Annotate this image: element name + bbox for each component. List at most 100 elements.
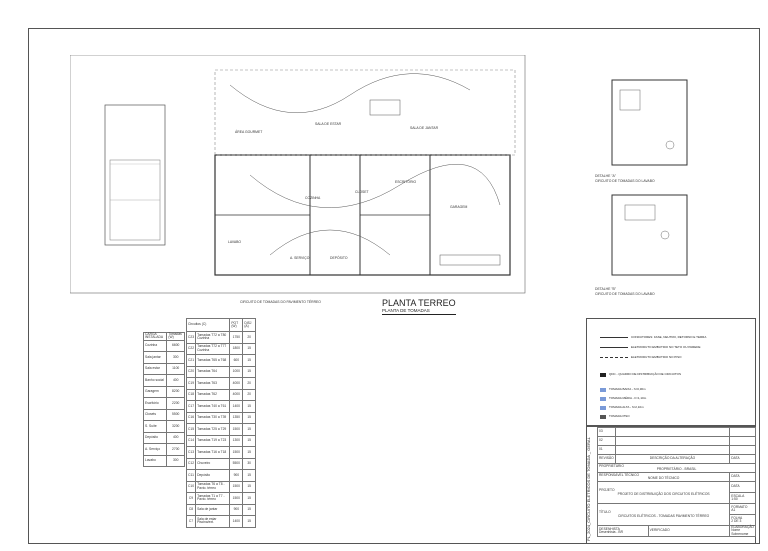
table-cell: Sala de estar Piscina/ext. bbox=[195, 515, 231, 528]
table-cell: Sala jantar bbox=[142, 351, 168, 364]
table-cell: C20 bbox=[185, 365, 197, 378]
legend-item: ELETRODUTO EMBUTIDO NO PISO bbox=[600, 355, 681, 360]
table-cell: C21 bbox=[185, 354, 197, 367]
legend-label: ELETRODUTO EMBUTIDO NO PISO bbox=[631, 355, 682, 359]
legend-symbol-icon bbox=[600, 414, 606, 419]
legend-label: TOMADA PISO bbox=[609, 414, 630, 418]
table-cell: C23 bbox=[185, 331, 197, 344]
legend-item: QDC - QUADRO DE DISTRIBUIÇÃO DE CIRCUITO… bbox=[600, 372, 681, 377]
table-cell: C17 bbox=[185, 400, 197, 413]
table-cell: Sala estar bbox=[142, 362, 168, 376]
pool-area bbox=[104, 104, 166, 246]
table-cell: C18 bbox=[185, 388, 197, 401]
legend-symbol-icon bbox=[600, 387, 606, 392]
table-cell: 1350 bbox=[229, 411, 244, 424]
table-cell: Tomadas T62 bbox=[195, 388, 231, 401]
table-cell: 15 bbox=[242, 365, 256, 378]
legend-symbol-icon bbox=[600, 347, 628, 348]
plan-title: PLANTA TERREO bbox=[382, 298, 456, 308]
table-cell: 1500 bbox=[229, 492, 244, 505]
table-cell: 15 bbox=[242, 503, 256, 516]
legend-symbol-icon bbox=[600, 357, 628, 358]
table-cell: 20 bbox=[242, 331, 256, 344]
table-cell: Tomadas T25 a T29 bbox=[195, 423, 231, 436]
table-cell: Tomadas T16 a T18 bbox=[195, 446, 231, 459]
legend-item: TOMADA BAIXA - h=0,30m bbox=[600, 387, 646, 392]
plan-caption: CIRCUITO DE TOMADAS DO PAVIMENTO TÉRREO bbox=[240, 300, 321, 304]
table-cell: Chuveiro bbox=[195, 457, 231, 470]
table-cell: 3200 bbox=[166, 420, 185, 433]
floor-plan bbox=[70, 55, 526, 294]
table-cell: 1500 bbox=[229, 446, 244, 459]
table-cell: 1100 bbox=[166, 362, 185, 376]
legend-label: QDC - QUADRO DE DISTRIBUIÇÃO DE CIRCUITO… bbox=[609, 372, 681, 376]
table-cell: Depósito bbox=[142, 431, 168, 445]
table-cell: Tomadas T72 a T77 Cozinha bbox=[195, 342, 231, 355]
table-cell: Tomadas T40 a T61 bbox=[195, 400, 231, 413]
table-cell: 20 bbox=[242, 377, 256, 390]
table-cell: C14 bbox=[185, 434, 197, 447]
table-cell: 15 bbox=[242, 400, 256, 413]
table-cell: Tomadas T19 a T23 bbox=[195, 434, 231, 447]
table-cell: 2700 bbox=[166, 443, 185, 456]
table-cell: 5500 bbox=[166, 408, 185, 422]
table-cell: Garagem bbox=[142, 385, 168, 399]
table-cell: Escritório bbox=[142, 397, 168, 410]
room-label: GARAGEM bbox=[450, 205, 468, 209]
plan-title-block: PLANTA TERREO PLANTA DE TOMADAS bbox=[382, 298, 456, 315]
table-cell: Tomadas T65 a T68 bbox=[195, 354, 231, 367]
table-cell: 600 bbox=[229, 354, 244, 367]
table-cell: 2200 bbox=[166, 397, 185, 410]
room-label: CLOSET bbox=[355, 190, 369, 194]
detail-a-plan bbox=[611, 79, 688, 166]
legend-label: CONDUTORES: FASE, NEUTRO, RETORNO E TERR… bbox=[631, 335, 707, 339]
legend-label: TOMADA ALTA - h=2,10m bbox=[609, 405, 644, 409]
table-cell: 20 bbox=[242, 388, 256, 401]
table-cell: 15 bbox=[242, 342, 256, 355]
plan-subtitle: PLANTA DE TOMADAS bbox=[382, 308, 456, 315]
table-cell: Cozinha bbox=[142, 339, 168, 353]
table-cell: Tomadas T1 a T7 - Pavto. térreo bbox=[195, 492, 231, 505]
table-cell: 1000 bbox=[229, 365, 244, 378]
legend-item: ELETRODUTO EMBUTIDO NO TETO OU PAREDE bbox=[600, 345, 700, 350]
legend-symbol-icon bbox=[600, 405, 606, 410]
table-cell: 15 bbox=[242, 480, 256, 493]
table-cell: 4000 bbox=[229, 377, 244, 390]
table-cell: 4000 bbox=[229, 388, 244, 401]
legend-label: TOMADA MÉDIA - h=1,10m bbox=[609, 396, 647, 400]
detail-b-caption: CIRCUITO DE TOMADAS DO LAVABO bbox=[595, 292, 655, 296]
room-label: A. SERVIÇO bbox=[290, 256, 310, 260]
table-cell: C15 bbox=[185, 423, 197, 436]
table-cell: Closets bbox=[142, 408, 168, 422]
table-cell: Sala de jantar bbox=[195, 503, 231, 516]
table-cell: C7 bbox=[185, 515, 197, 528]
legend-item: CONDUTORES: FASE, NEUTRO, RETORNO E TERR… bbox=[600, 335, 706, 340]
room-label: COZINHA bbox=[305, 196, 321, 200]
drawing-border bbox=[28, 28, 760, 544]
table-cell: 15 bbox=[242, 492, 256, 505]
table-cell: 15 bbox=[242, 446, 256, 459]
room-label: ÁREA GOURMET bbox=[235, 130, 263, 134]
table-cell: Tomadas T30 a T39 bbox=[195, 411, 231, 424]
table-cell: 1750 bbox=[229, 331, 244, 344]
legend-item: TOMADA MÉDIA - h=1,10m bbox=[600, 396, 646, 401]
room-label: LAVABO bbox=[228, 240, 242, 244]
table-cell: Tomadas T6 a T8 - Pavto. térreo bbox=[195, 480, 231, 493]
table-cell: 15 bbox=[242, 434, 256, 447]
table-cell: 15 bbox=[242, 354, 256, 367]
table-cell: C11 bbox=[185, 469, 197, 482]
table-cell: Tomadas T72 a T80 Cozinha bbox=[195, 331, 231, 344]
table-cell: Tomadas T64 bbox=[195, 365, 231, 378]
